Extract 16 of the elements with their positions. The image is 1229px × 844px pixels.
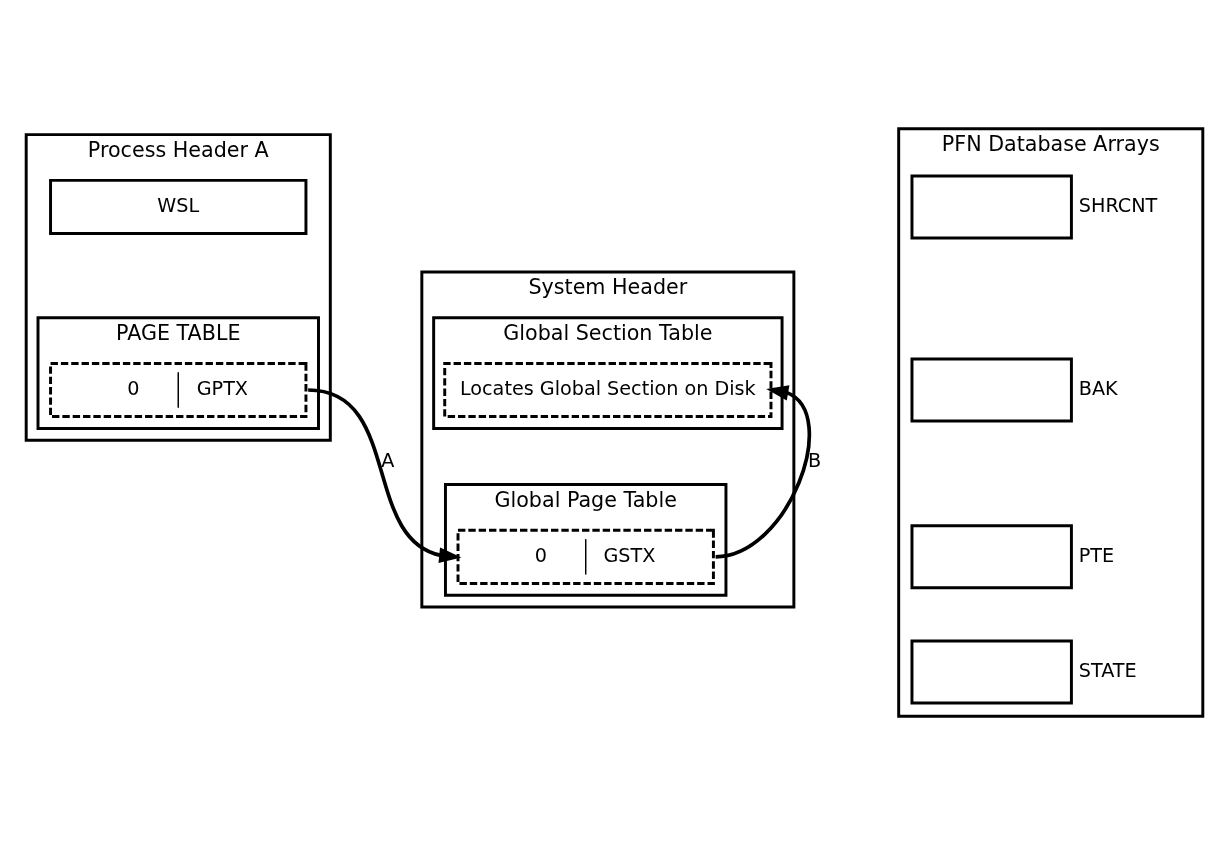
node-box: [910, 639, 1073, 704]
node-label: BAK: [1078, 376, 1118, 400]
node-box: [910, 174, 1073, 239]
arrow: [307, 387, 462, 563]
node-label: STATE: [1078, 658, 1137, 682]
node-box: WSL: [49, 178, 308, 235]
node-label: PTE: [1078, 543, 1115, 567]
node-label: SHRCNT: [1078, 193, 1158, 217]
node-box: 0 GSTX: [456, 528, 715, 585]
node-box: [910, 357, 1073, 422]
node-box: [910, 523, 1073, 589]
edge-label: A: [381, 448, 395, 472]
edge-label: B: [807, 448, 822, 472]
node-box: Locates Global Section on Disk: [443, 361, 773, 418]
node-box: 0 GPTX: [49, 361, 308, 418]
arrow: [715, 384, 811, 559]
